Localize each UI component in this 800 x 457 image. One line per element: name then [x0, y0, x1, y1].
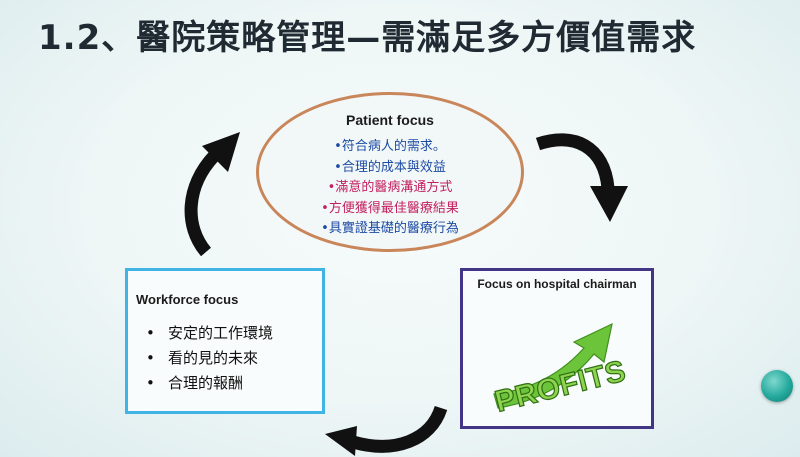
curved-arrow-icon — [535, 133, 628, 222]
chairman-focus-title: Focus on hospital chairman — [477, 277, 637, 291]
patient-focus-list: •符合病人的需求。 •合理的成本與效益 •滿意的醫病溝通方式 •方便獲得最佳醫療… — [256, 137, 524, 240]
workforce-focus-item: 合理的報酬 — [146, 371, 273, 396]
curved-arrow-icon — [325, 405, 448, 456]
profits-arrow-icon — [493, 322, 613, 409]
profits-graphic: PROFITS — [491, 322, 628, 416]
workforce-focus-title: Workforce focus — [136, 292, 239, 307]
workforce-focus-list: 安定的工作環境 看的見的未來 合理的報酬 — [146, 321, 273, 396]
patient-focus-ellipse — [256, 92, 524, 252]
workforce-focus-item: 安定的工作環境 — [146, 321, 273, 346]
profits-text: PROFITS — [492, 354, 628, 416]
patient-focus-item: •滿意的醫病溝通方式 — [327, 180, 453, 195]
slide-title: 1.2、醫院策略管理—需滿足多方價值需求 — [38, 18, 697, 58]
chairman-focus-box — [460, 268, 654, 429]
patient-focus-item: •符合病人的需求。 — [334, 139, 446, 154]
patient-focus-item: •方便獲得最佳醫療結果 — [321, 200, 459, 216]
nav-circle-icon[interactable] — [761, 370, 793, 402]
workforce-focus-item: 看的見的未來 — [146, 346, 273, 371]
patient-focus-item: •合理的成本與效益 — [334, 159, 446, 175]
patient-focus-title: Patient focus — [346, 112, 434, 128]
patient-focus-item: •具實證基礎的醫療行為 — [321, 221, 459, 236]
curved-arrow-icon — [184, 132, 240, 256]
